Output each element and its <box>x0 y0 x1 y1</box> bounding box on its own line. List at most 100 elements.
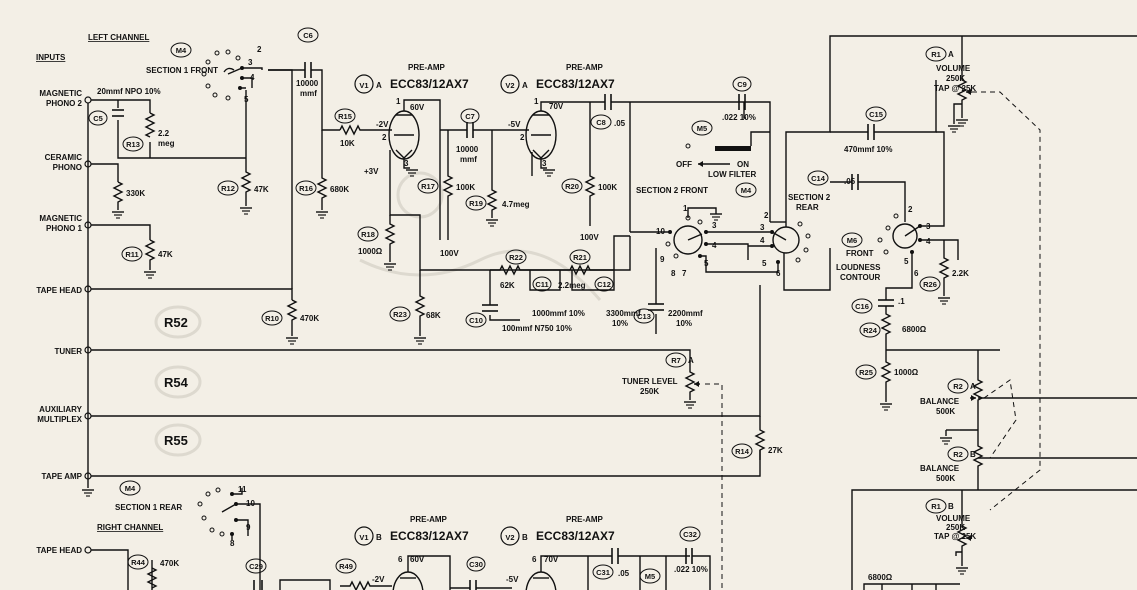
v2a-plate-v: 70V <box>549 102 564 111</box>
r2b-id: R2 <box>953 450 963 459</box>
r12-value: 47K <box>254 185 269 194</box>
v2a-id: V2 <box>505 81 514 90</box>
switch-m4-section2-rear: SECTION 2 REAR 2 3 4 5 6 <box>740 35 1137 291</box>
label-ceramic-2: PHONO <box>53 163 82 172</box>
v1a-cath-v: +3V <box>364 167 379 176</box>
svg-text:10: 10 <box>246 499 255 508</box>
r18-id: R18 <box>361 230 375 239</box>
r24-id: R24 <box>863 326 878 335</box>
v2b-id: V2 <box>505 533 514 542</box>
input-component-labels: 20mmf NPO 10% C5 R13 2.2 meg 330K R12 47… <box>88 87 319 326</box>
balance-b-name: BALANCE <box>920 464 960 473</box>
c14-id: C14 <box>811 174 826 183</box>
r7-id: R7 <box>671 356 681 365</box>
ghost-bleed: R52 R54 R55 <box>154 171 602 457</box>
c12-value-2: 10% <box>612 319 628 328</box>
svg-text:5: 5 <box>904 257 909 266</box>
c32-value: .022 10% <box>674 565 708 574</box>
svg-text:6: 6 <box>398 555 403 564</box>
input-wiring <box>81 69 761 590</box>
r10-value: 470K <box>300 314 319 323</box>
v2b-plate-v: 70V <box>544 555 559 564</box>
c5-value: 20mmf NPO 10% <box>97 87 161 96</box>
right-input-network: R44 470K C29 R49 <box>127 554 392 590</box>
label-magnetic-phono2-2: PHONO 2 <box>46 99 83 108</box>
c7-value-2: mmf <box>460 155 477 164</box>
volume-a-name: VOLUME <box>936 64 971 73</box>
r20-value: 100K <box>598 183 617 192</box>
m5-id-bottom: M5 <box>645 572 655 581</box>
svg-text:2: 2 <box>382 133 387 142</box>
c14-value: .05 <box>844 177 856 186</box>
c15-value: 470mmf 10% <box>844 145 892 154</box>
label-tape-head-right: TAPE HEAD <box>36 546 82 555</box>
r6800-b: 6800Ω <box>868 573 893 582</box>
v2b-type: ECC83/12AX7 <box>536 529 615 543</box>
r15-value: 10K <box>340 139 355 148</box>
volume-a-value: 250K <box>946 74 965 83</box>
r1a-sub: A <box>948 50 954 59</box>
c13-id: C13 <box>637 312 651 321</box>
r18-value: 1000Ω <box>358 247 383 256</box>
c8-id: C8 <box>596 118 606 127</box>
r330-value: 330K <box>126 189 145 198</box>
tube-v1a: PRE-AMP V1 A ECC83/12AX7 60V -2V +3V 1 2… <box>354 63 631 271</box>
m4-pin4: 4 <box>250 73 255 82</box>
m4-id-top: M4 <box>176 46 187 55</box>
section1-rear-label: SECTION 1 REAR <box>115 503 182 512</box>
ghost-r54: R55 <box>164 433 188 448</box>
m4-id-mid: M4 <box>741 186 752 195</box>
r1a-id: R1 <box>931 50 941 59</box>
c9-id: C9 <box>737 80 747 89</box>
svg-text:11: 11 <box>238 485 247 494</box>
tube-v1b: PRE-AMP V1 B ECC83/12AX7 6 60V -2V C30 <box>354 515 512 590</box>
c11-value: 1000mmf 10% <box>532 309 585 318</box>
svg-text:2: 2 <box>908 205 913 214</box>
m4-pin5: 5 <box>244 95 249 104</box>
svg-text:4: 4 <box>760 236 765 245</box>
r2a-sub: A <box>970 382 976 391</box>
r13-value-1: 2.2 <box>158 129 170 138</box>
r44-id: R44 <box>131 558 146 567</box>
m6-front: FRONT <box>846 249 874 258</box>
c15-id: C15 <box>869 110 883 119</box>
svg-text:1: 1 <box>396 97 401 106</box>
label-tuner: TUNER <box>54 347 82 356</box>
c29-id: C29 <box>249 562 263 571</box>
svg-text:3: 3 <box>542 159 547 168</box>
c32-id: C32 <box>683 530 697 539</box>
right-channel-box: R1 B VOLUME 250K TAP @ 25K 6800Ω <box>851 489 1137 590</box>
label-tape-amp: TAPE AMP <box>42 472 83 481</box>
r49-id: R49 <box>339 562 353 571</box>
c7-id: C7 <box>465 112 475 121</box>
balance-controls: R2 A BALANCE 500K R2 B BALANCE 500K <box>920 350 1137 490</box>
c31-value: .05 <box>618 569 630 578</box>
v2a-grid-v: -5V <box>508 120 521 129</box>
svg-text:8: 8 <box>230 539 235 548</box>
c9-value: .022 10% <box>722 113 756 122</box>
sec2rear-label-1: SECTION 2 <box>788 193 831 202</box>
input-labels: MAGNETIC PHONO 2 CERAMIC PHONO MAGNETIC … <box>36 89 82 555</box>
m4-pin3: 3 <box>248 58 253 67</box>
c6-value-1: 10000 <box>296 79 319 88</box>
label-magnetic-phono1-2: PHONO 1 <box>46 224 83 233</box>
volume-b-name: VOLUME <box>936 514 971 523</box>
m5-id: M5 <box>697 124 707 133</box>
tuner-level-name: TUNER LEVEL <box>622 377 678 386</box>
v1a-type: ECC83/12AX7 <box>390 77 469 91</box>
svg-text:2: 2 <box>520 133 525 142</box>
svg-text:6: 6 <box>776 269 781 278</box>
v1b-id: V1 <box>359 533 368 542</box>
label-aux-2: MULTIPLEX <box>37 415 82 424</box>
v1a-preamp: PRE-AMP <box>408 63 446 72</box>
r11-value: 47K <box>158 250 173 259</box>
r14-value: 27K <box>768 446 783 455</box>
volume-b-tap: TAP @ 25K <box>934 532 976 541</box>
m6-loudness: LOUDNESS <box>836 263 881 272</box>
volume-b-value: 250K <box>946 523 965 532</box>
balance-a-value: 500K <box>936 407 955 416</box>
r26-id: R26 <box>923 280 937 289</box>
r25-value: 1000Ω <box>894 368 919 377</box>
balance-b-value: 500K <box>936 474 955 483</box>
c7-value-1: 10000 <box>456 145 479 154</box>
